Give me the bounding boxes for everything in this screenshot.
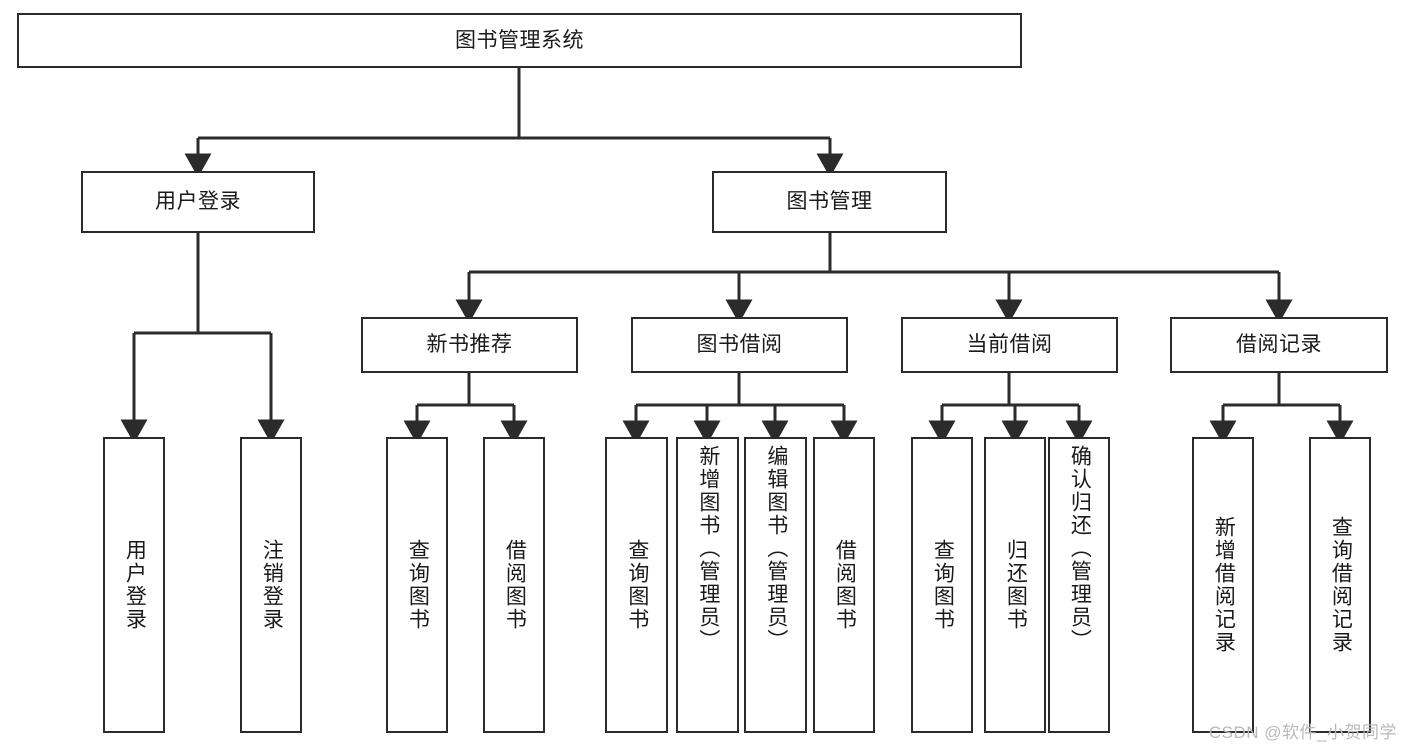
node-new-book-recommend[interactable]: 新书推荐 — [361, 317, 578, 373]
node-leaf-logout-label: 注销登录 — [260, 539, 284, 631]
node-leaf-query-record[interactable]: 查询借阅记录 — [1309, 437, 1371, 733]
node-leaf-user-login[interactable]: 用户登录 — [103, 437, 165, 733]
node-leaf-logout[interactable]: 注销登录 — [240, 437, 302, 733]
node-current-borrow-label: 当前借阅 — [966, 333, 1053, 357]
node-leaf-borrow-book-1[interactable]: 借阅图书 — [483, 437, 545, 733]
node-leaf-confirm-return[interactable]: 确认归还（管理员） — [1048, 437, 1110, 733]
node-leaf-query-book-3-label: 查询图书 — [931, 539, 955, 631]
node-leaf-return-book[interactable]: 归还图书 — [984, 437, 1046, 733]
node-user-login-label: 用户登录 — [155, 190, 241, 214]
node-leaf-query-book-2[interactable]: 查询图书 — [605, 437, 668, 733]
node-new-book-recommend-label: 新书推荐 — [426, 333, 513, 357]
node-leaf-query-book-1[interactable]: 查询图书 — [386, 437, 448, 733]
node-book-manage[interactable]: 图书管理 — [712, 171, 947, 233]
node-book-manage-label: 图书管理 — [786, 190, 873, 214]
node-root-label: 图书管理系统 — [455, 28, 584, 52]
node-book-borrow[interactable]: 图书借阅 — [631, 317, 848, 373]
node-leaf-confirm-return-label: 确认归还（管理员） — [1068, 445, 1092, 652]
node-borrow-record[interactable]: 借阅记录 — [1170, 317, 1388, 373]
node-leaf-query-book-2-label: 查询图书 — [625, 539, 649, 631]
node-current-borrow[interactable]: 当前借阅 — [901, 317, 1118, 373]
node-leaf-add-book-label: 新增图书（管理员） — [696, 445, 720, 652]
watermark-text: CSDN @软件_小贺同学 — [1208, 723, 1397, 742]
node-leaf-query-book-1-label: 查询图书 — [406, 539, 430, 631]
node-leaf-return-book-label: 归还图书 — [1004, 539, 1028, 631]
node-leaf-borrow-book-2-label: 借阅图书 — [833, 539, 857, 631]
node-borrow-record-label: 借阅记录 — [1236, 333, 1322, 357]
node-leaf-user-login-label: 用户登录 — [123, 539, 147, 631]
node-leaf-borrow-book-1-label: 借阅图书 — [503, 539, 527, 631]
node-leaf-borrow-book-2[interactable]: 借阅图书 — [813, 437, 875, 733]
node-leaf-add-record-label: 新增借阅记录 — [1212, 516, 1236, 654]
node-leaf-query-book-3[interactable]: 查询图书 — [911, 437, 973, 733]
node-root[interactable]: 图书管理系统 — [17, 13, 1022, 68]
node-leaf-edit-book-label: 编辑图书（管理员） — [764, 445, 788, 652]
node-leaf-add-book[interactable]: 新增图书（管理员） — [676, 437, 739, 733]
node-leaf-add-record[interactable]: 新增借阅记录 — [1192, 437, 1254, 733]
node-user-login[interactable]: 用户登录 — [81, 171, 315, 233]
node-leaf-query-record-label: 查询借阅记录 — [1329, 516, 1353, 654]
node-leaf-edit-book[interactable]: 编辑图书（管理员） — [744, 437, 807, 733]
node-book-borrow-label: 图书借阅 — [696, 333, 783, 357]
